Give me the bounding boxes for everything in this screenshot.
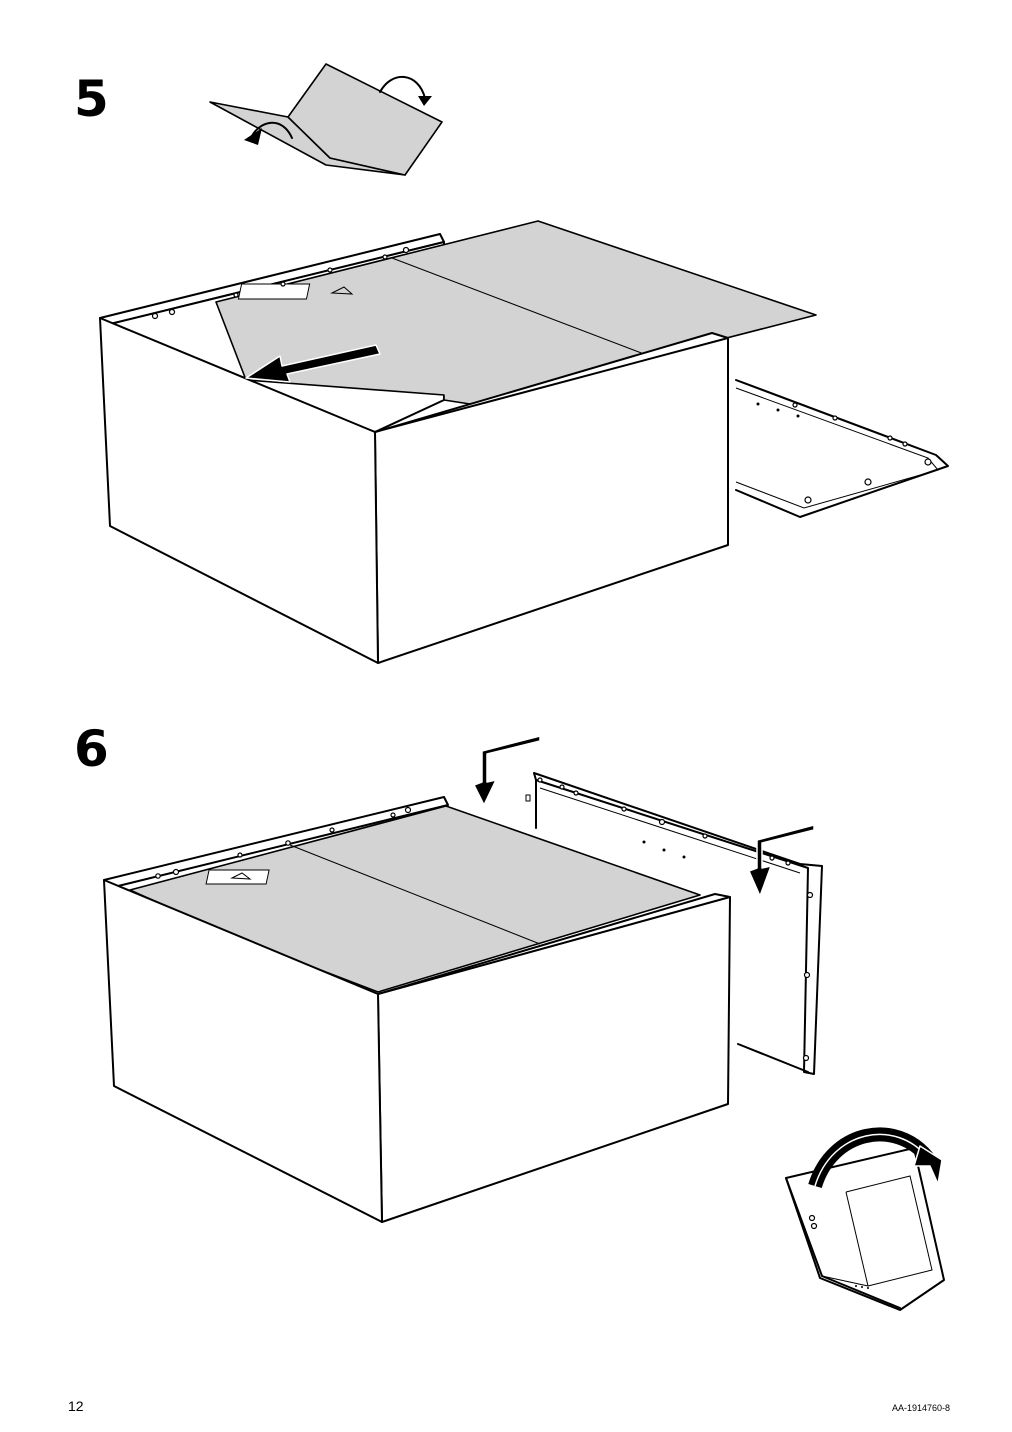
document-code: AA-1914760-8: [891, 1403, 950, 1413]
step-5-illustration: [99, 63, 949, 664]
fold-paper-icon: [209, 63, 443, 176]
down-arrow-icon: [473, 735, 815, 897]
drawer-box-icon: [103, 796, 731, 1223]
step-6-illustration: [103, 735, 945, 1311]
bottom-panel-icon: [735, 379, 949, 518]
step-6-number: 6: [74, 720, 109, 778]
page-number: 12: [68, 1398, 84, 1414]
step-5-number: 5: [74, 70, 109, 128]
pull-arrow-icon: [245, 344, 381, 383]
flip-box-icon: [785, 1127, 945, 1311]
drawer-box-icon: [99, 220, 817, 664]
